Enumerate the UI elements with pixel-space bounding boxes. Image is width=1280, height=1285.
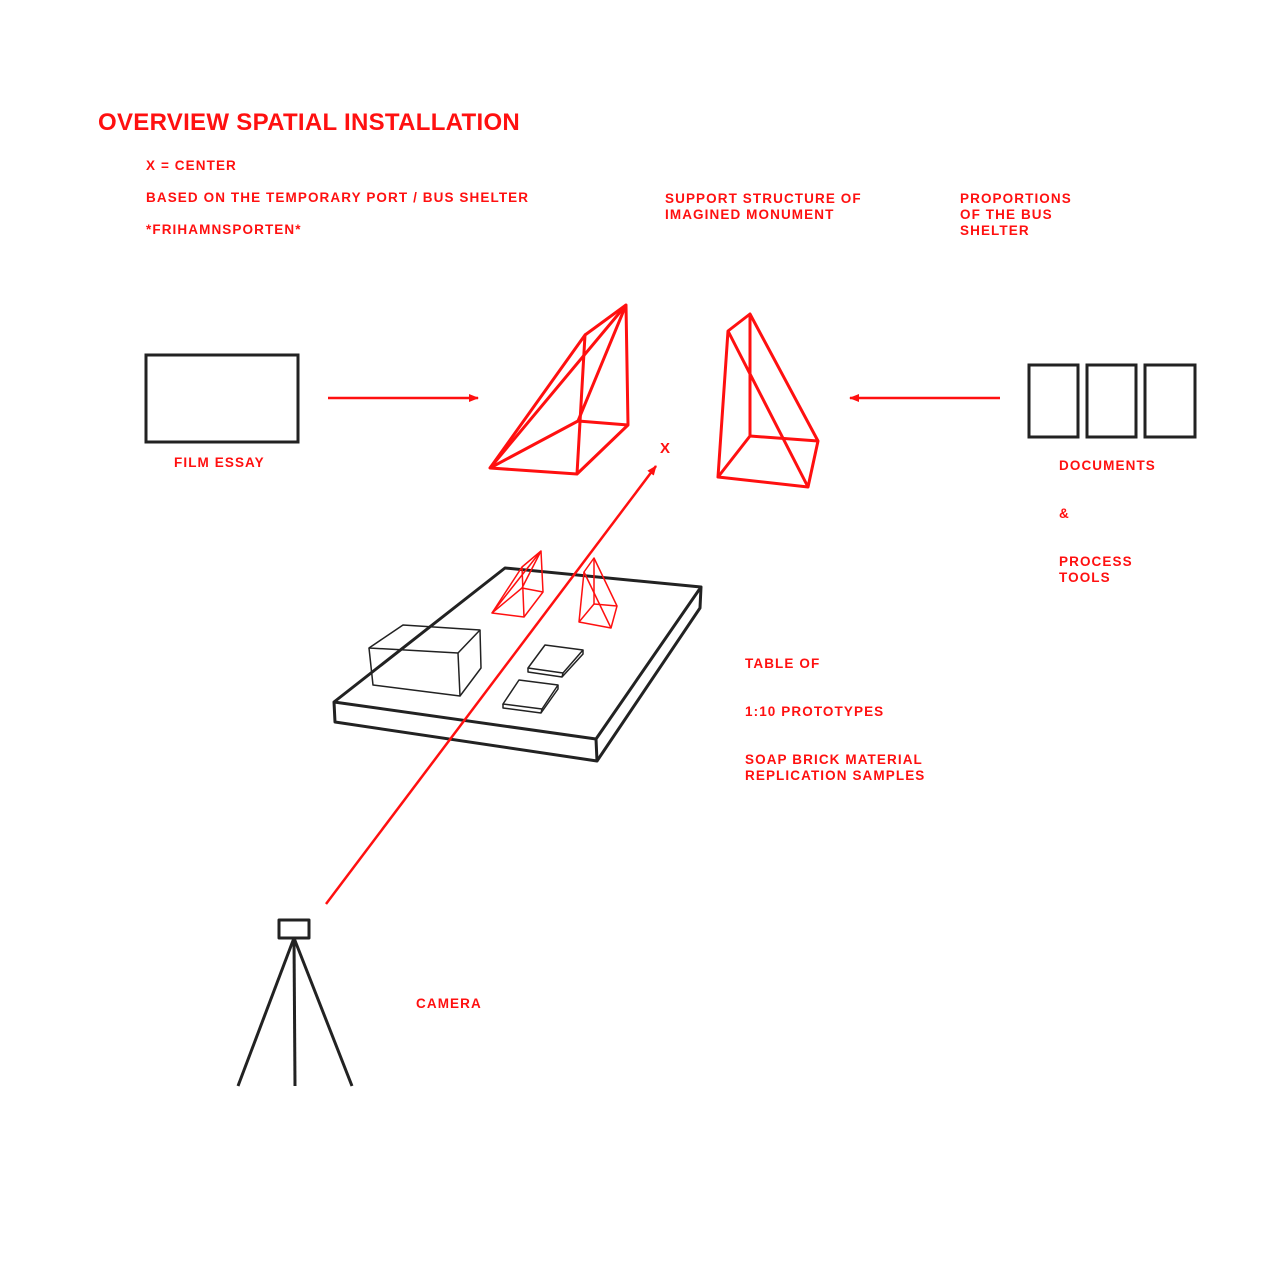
film-screen — [144, 353, 300, 444]
film-essay-label: FILM ESSAY — [174, 455, 265, 470]
monument-prototypes — [491, 550, 618, 629]
monument-right — [716, 312, 820, 489]
soap-brick-samples — [502, 644, 584, 714]
table-of-label: TABLE OF — [745, 656, 821, 671]
prototype-table — [332, 566, 703, 763]
process-tools-label: PROCESS TOOLS — [1059, 554, 1133, 585]
camera-sightline — [325, 465, 657, 905]
support-structure-label: SUPPORT STRUCTURE OF IMAGINED MONUMENT — [665, 191, 862, 222]
document-frame — [1027, 363, 1080, 439]
center-note: X = CENTER — [146, 158, 237, 173]
ampersand-label: & — [1059, 506, 1070, 521]
document-frame — [1143, 363, 1197, 439]
document-frames — [1027, 363, 1197, 439]
prototypes-label: 1:10 PROTOTYPES — [745, 704, 885, 719]
box-prototype — [368, 624, 482, 697]
documents-label: DOCUMENTS — [1059, 458, 1156, 473]
samples-label: SOAP BRICK MATERIAL REPLICATION SAMPLES — [745, 752, 926, 783]
camera-label: CAMERA — [416, 996, 482, 1011]
proportions-label: PROPORTIONS OF THE BUS SHELTER — [960, 191, 1072, 238]
camera-body — [277, 918, 311, 940]
center-mark: X — [660, 440, 672, 457]
based-on-note: BASED ON THE TEMPORARY PORT / BUS SHELTE… — [146, 190, 530, 205]
camera-tripod — [236, 918, 354, 1087]
diagram-title: OVERVIEW SPATIAL INSTALLATION — [98, 109, 521, 136]
document-frame — [1085, 363, 1138, 439]
monument-left — [488, 303, 630, 476]
frihamnsporten-note: *FRIHAMNSPORTEN* — [146, 222, 302, 237]
